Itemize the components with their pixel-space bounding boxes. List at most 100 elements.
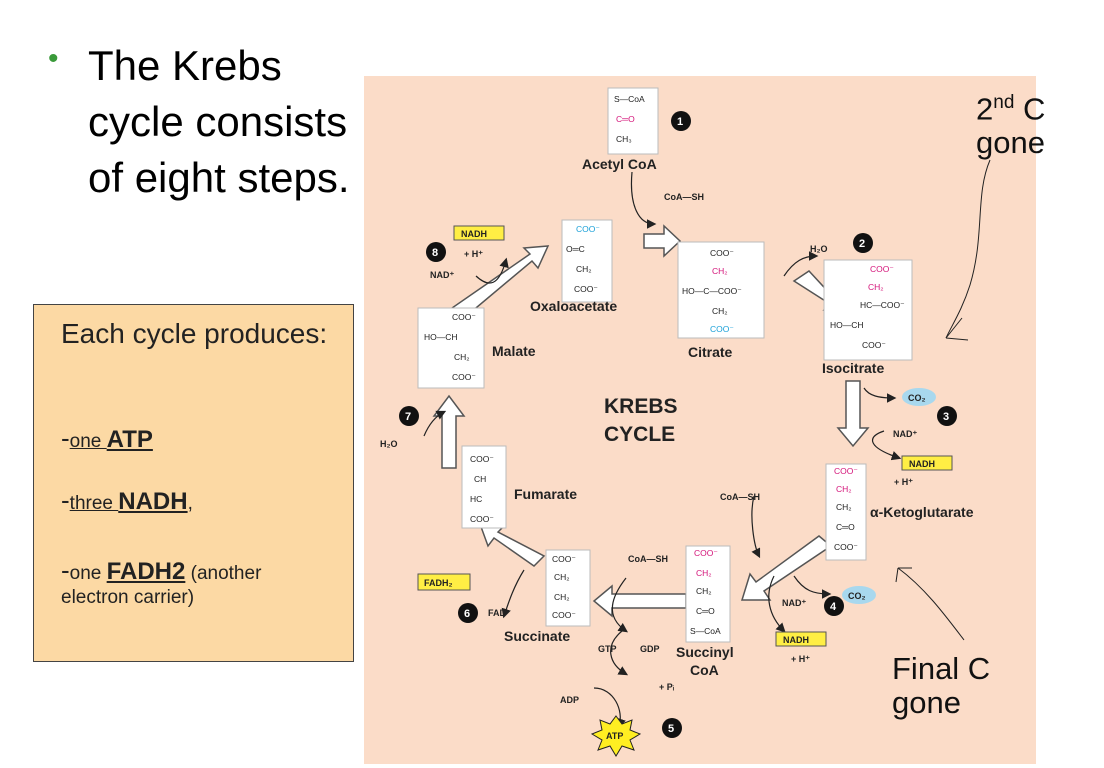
co2-tag-4-text: CO₂ — [848, 591, 866, 601]
final-carbon-annotation: Final C gone — [892, 651, 991, 720]
step7-h2o-arrow — [423, 410, 447, 437]
sca-line-1: COO⁻ — [694, 548, 718, 558]
succinate-line-2: CH₂ — [554, 572, 570, 582]
atp-burst-text: ATP — [606, 731, 623, 741]
malate-line-4: COO⁻ — [452, 372, 476, 382]
coash-label-1: CoA—SH — [664, 192, 704, 202]
co2-tag-3-text: CO₂ — [908, 393, 926, 403]
ketoglutarate-box — [825, 463, 867, 561]
citrate-line-2: CH₂ — [712, 266, 728, 276]
fumarate-line-1: COO⁻ — [470, 454, 494, 464]
oaa-line-4: COO⁻ — [574, 284, 598, 294]
step4-co2-arrow — [793, 575, 832, 599]
succinate-box — [545, 549, 591, 627]
center-title-line-1: KREBS — [604, 395, 678, 418]
malate-box — [417, 307, 485, 389]
step-markers: 1 2 3 4 5 6 7 8 — [399, 111, 957, 738]
co2-tag-3 — [902, 388, 936, 406]
hplus-label-8: + H⁺ — [464, 249, 483, 259]
compound-structures: S—CoA C═O CH₃ COO⁻ CH₂ HO—C—COO⁻ CH₂ COO… — [424, 94, 905, 636]
succinate-label: Succinate — [504, 628, 570, 644]
step-5-number: 5 — [668, 723, 674, 735]
step-5-marker — [662, 718, 682, 738]
step-7-number: 7 — [405, 411, 411, 423]
nadh-tag-8-text: NADH — [461, 229, 487, 239]
h2o-label-2: H₂O — [810, 244, 828, 254]
fumarate-line-3: HC — [470, 494, 482, 504]
citrate-line-1: COO⁻ — [710, 248, 734, 258]
succinyl-coash-arrow — [611, 577, 628, 633]
fadh2-tag-text: FADH₂ — [424, 578, 453, 588]
bullet-text: The Krebs cycle consists of eight steps. — [88, 42, 350, 201]
akg-line-1: COO⁻ — [834, 466, 858, 476]
succinyl-coa-box — [685, 545, 731, 643]
succinate-line-1: COO⁻ — [552, 554, 576, 564]
succinyl-coa-label-2: CoA — [690, 662, 719, 678]
krebs-cycle-diagram: S—CoA C═O CH₃ COO⁻ CH₂ HO—C—COO⁻ CH₂ COO… — [380, 87, 974, 757]
step5-gtp-arrow — [610, 630, 629, 676]
step6-fad-arrow — [501, 569, 525, 619]
step-3-marker — [937, 406, 957, 426]
nadh-tag-3-text: NADH — [909, 459, 935, 469]
step1-coash-arrow — [630, 171, 657, 229]
coash-label-succ: CoA—SH — [628, 554, 668, 564]
oaa-line-2: O═C — [566, 244, 585, 254]
step-8-marker — [426, 242, 446, 262]
cycle-arrow-3 — [836, 380, 870, 448]
citrate-box — [677, 241, 765, 339]
adp-label: ADP — [560, 695, 579, 705]
step4-nadh-arrow — [768, 575, 786, 633]
isocitrate-line-3: HC—COO⁻ — [860, 300, 905, 310]
oaa-line-3: CH₂ — [576, 264, 592, 274]
acetyl-coa-box — [607, 87, 659, 155]
krebs-cycle-figure: S—CoA C═O CH₃ COO⁻ CH₂ HO—C—COO⁻ CH₂ COO… — [364, 76, 1036, 764]
step-4-number: 4 — [830, 601, 837, 613]
akg-line-4: C═O — [836, 522, 855, 532]
co2-tag-4 — [842, 586, 876, 604]
acetyl-line-1: S—CoA — [614, 94, 645, 104]
coash-label-4: CoA—SH — [720, 492, 760, 502]
nadh-tag-8 — [453, 225, 505, 241]
nadh-tag-4 — [775, 631, 827, 647]
citrate-label: Citrate — [688, 344, 733, 360]
malate-line-2: HO—CH — [424, 332, 458, 342]
malate-line-3: CH₂ — [454, 352, 470, 362]
succinate-line-3: CH₂ — [554, 592, 570, 602]
fumarate-label: Fumarate — [514, 486, 577, 502]
center-title-line-2: CYCLE — [604, 423, 675, 446]
isocitrate-label: Isocitrate — [822, 360, 884, 376]
step-3-number: 3 — [943, 411, 949, 423]
nadh-tag-4-text: NADH — [783, 635, 809, 645]
cycle-arrow-7 — [432, 394, 466, 469]
product-fadh2: -one FADH2 (another — [61, 555, 262, 585]
h2o-label-7: H₂O — [380, 439, 398, 449]
small-molecules: CoA—SH H₂O NAD⁺ + H⁺ CoA—SH NAD⁺ + H⁺ Co… — [380, 192, 917, 705]
ketoglutarate-label: α-Ketoglutarate — [870, 504, 974, 520]
nad-label-8: NAD⁺ — [430, 270, 454, 280]
oxaloacetate-box — [561, 219, 613, 303]
sca-line-5: S—CoA — [690, 626, 721, 636]
succinate-line-4: COO⁻ — [552, 610, 576, 620]
compound-labels: Acetyl CoA Citrate Isocitrate α-Ketoglut… — [492, 156, 974, 678]
isocitrate-line-5: COO⁻ — [862, 340, 886, 350]
sca-line-2: CH₂ — [696, 568, 712, 578]
cycle-arrow-1 — [643, 224, 682, 258]
step3-co2-arrow — [863, 387, 897, 403]
isocitrate-line-4: HO—CH — [830, 320, 864, 330]
malate-label: Malate — [492, 343, 536, 359]
step4-coash-arrow — [751, 495, 761, 559]
side-reaction-arrows — [423, 171, 902, 729]
pi-label: + Pᵢ — [659, 682, 675, 692]
fumarate-line-4: COO⁻ — [470, 514, 494, 524]
nad-label-4: NAD⁺ — [782, 598, 806, 608]
step-1-marker — [671, 111, 691, 131]
step3-nad-arrow — [872, 430, 902, 461]
step-4-marker — [824, 596, 844, 616]
step-1-number: 1 — [677, 116, 683, 128]
cycle-arrow-4 — [740, 535, 833, 601]
step-7-marker — [399, 406, 419, 426]
step-2-number: 2 — [859, 238, 865, 250]
acetyl-line-2: C═O — [616, 114, 635, 124]
products-title: Each cycle produces: — [61, 318, 328, 349]
citrate-line-4: CH₂ — [712, 306, 728, 316]
